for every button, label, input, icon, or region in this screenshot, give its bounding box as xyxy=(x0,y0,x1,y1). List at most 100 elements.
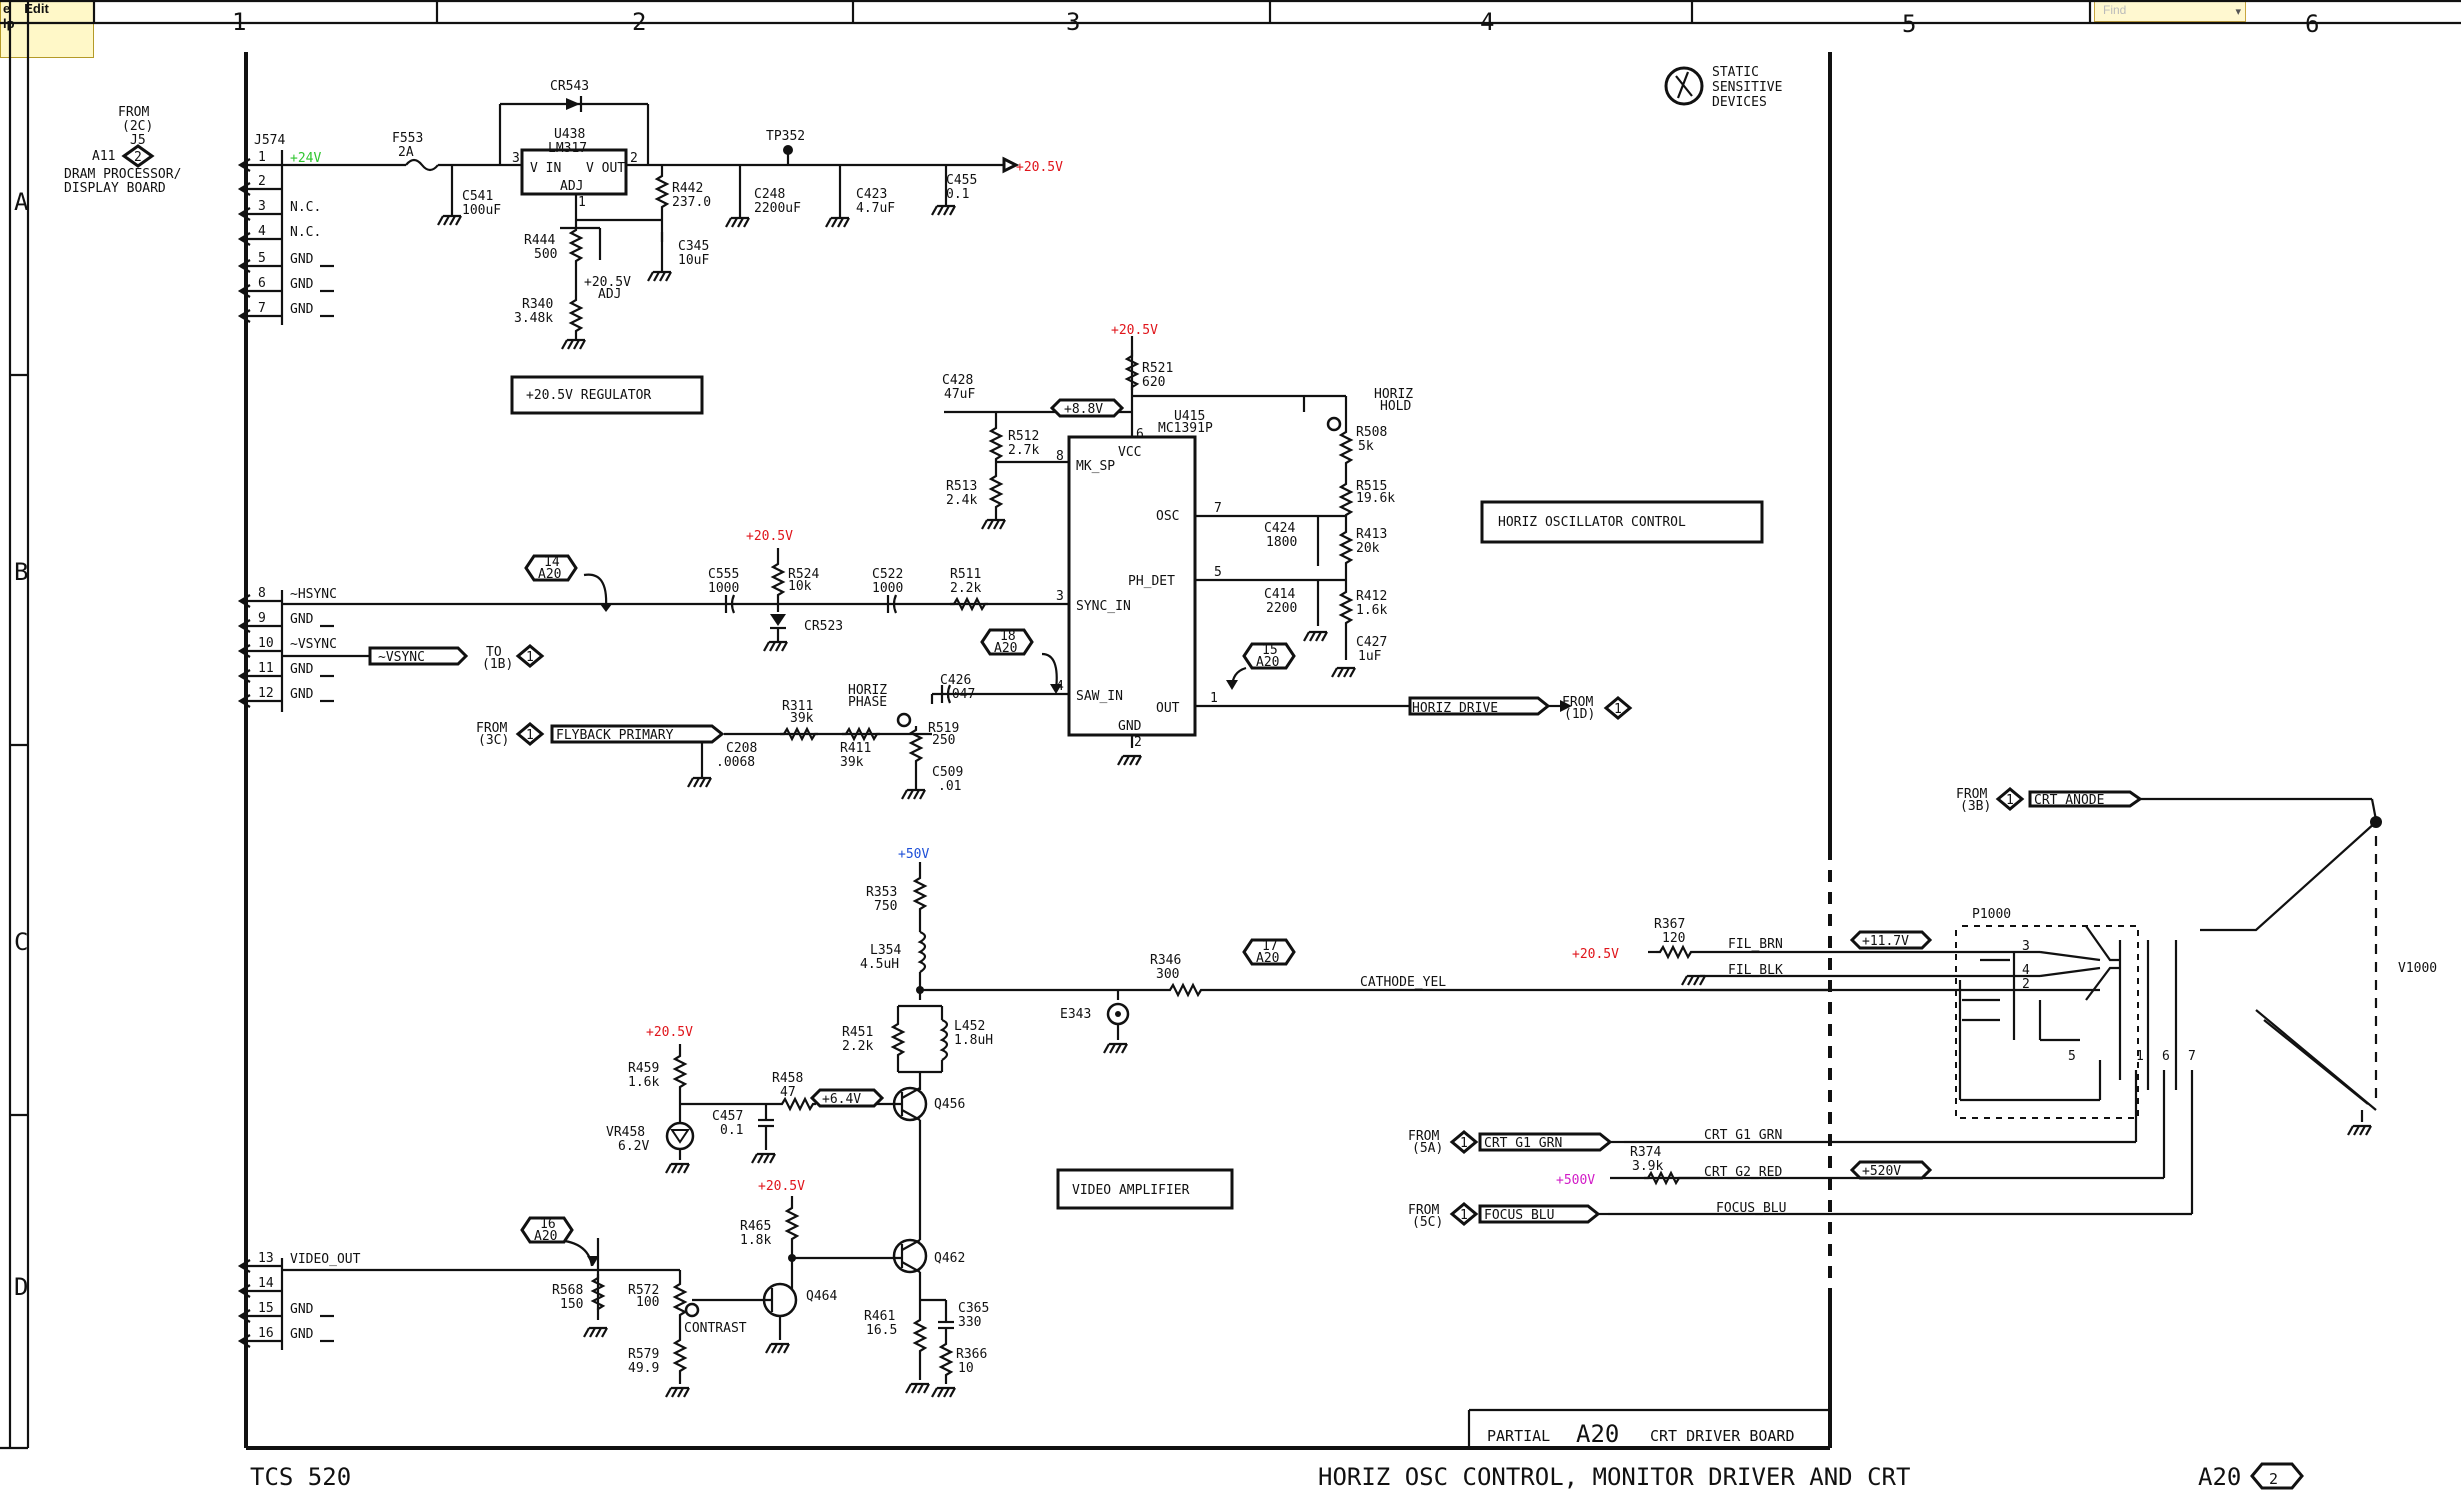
horiz-hold-1: HORIZ xyxy=(1374,387,1413,402)
r346-label: R346 xyxy=(1150,953,1181,968)
j574-pin-label: GND xyxy=(290,662,314,677)
video-amp-circuit xyxy=(282,862,1830,1399)
c428-label: C428 xyxy=(942,373,973,388)
j574-pin-number: 13 xyxy=(258,1251,274,1266)
chevron-down-icon[interactable]: ▾ xyxy=(2235,6,2241,18)
ref18-num: 18 xyxy=(1000,629,1016,644)
j574-pin-16: 16 GND xyxy=(237,1326,334,1348)
flyback-label: FLYBACK_PRIMARY xyxy=(556,728,674,743)
r311-label: R311 xyxy=(782,699,813,714)
regulator-out-voltage: +20.5V xyxy=(1016,160,1063,175)
j574-pin-number: 14 xyxy=(258,1276,274,1291)
ref16-sheet: A20 xyxy=(534,1229,557,1244)
grid-row-a: A xyxy=(14,188,29,216)
j574-pin-number: 2 xyxy=(258,174,266,189)
osc-vcc-voltage: +20.5V xyxy=(1111,323,1158,338)
regulator-section-title: +20.5V REGULATOR xyxy=(526,388,651,403)
r511-value: 2.2k xyxy=(950,581,981,596)
j574-name: J574 xyxy=(254,133,285,148)
j574-pin-number: 9 xyxy=(258,611,266,626)
r459-value: 1.6k xyxy=(628,1075,659,1090)
j574-pin-1: 1 +24V xyxy=(237,150,321,172)
j574-pin-label: GND xyxy=(290,277,314,292)
focus-from: FROM xyxy=(1408,1203,1439,1218)
c345-label: C345 xyxy=(678,239,709,254)
c541-label: C541 xyxy=(462,189,493,204)
r579-value: 49.9 xyxy=(628,1361,659,1376)
vsync-to-num: 1 xyxy=(526,650,534,665)
r508-value: 5k xyxy=(1358,439,1374,454)
a11-diamond xyxy=(121,144,155,168)
q456-label: Q456 xyxy=(934,1097,965,1112)
l452-value: 1.8uH xyxy=(954,1033,993,1048)
regulator-circuit xyxy=(282,96,1020,351)
r412-value: 1.6k xyxy=(1356,603,1387,618)
j574-pin-number: 10 xyxy=(258,636,274,651)
j574-pin-number: 4 xyxy=(258,224,266,239)
j574-board-1: DRAM PROCESSOR/ xyxy=(64,167,181,182)
r367-supply-voltage: +20.5V xyxy=(1572,947,1619,962)
contrast-knob xyxy=(684,1302,700,1318)
u415-label: U415 xyxy=(1174,409,1205,424)
j574-pin-14: 14 xyxy=(237,1276,282,1298)
j574-a11: A11 xyxy=(92,149,115,164)
r451-value: 2.2k xyxy=(842,1039,873,1054)
v500-label: +500V xyxy=(1556,1173,1595,1188)
u415-pin6: 6 xyxy=(1136,427,1144,442)
g1-from: FROM xyxy=(1408,1129,1439,1144)
v50-label: +50V xyxy=(898,847,929,862)
c345-value: 10uF xyxy=(678,253,709,268)
u438-label: U438 xyxy=(554,127,585,142)
r511-label: R511 xyxy=(950,567,981,582)
adj-volt: +20.5V xyxy=(584,275,631,290)
horiz-osc-circuit xyxy=(282,336,1572,801)
menu-item-edit[interactable]: Edit xyxy=(24,1,49,16)
adj-label: ADJ xyxy=(598,287,621,302)
j574-from-ref: (2C) xyxy=(122,119,153,134)
v64-label: +6.4V xyxy=(822,1092,861,1107)
r512-value: 2.7k xyxy=(1008,443,1039,458)
g1-line-label: CRT_G1_GRN xyxy=(1704,1128,1782,1143)
u438-pin2: 2 xyxy=(630,151,638,166)
focus-from-num: 1 xyxy=(1460,1208,1468,1223)
j574-pin-10: 10~VSYNC xyxy=(237,636,337,658)
grid-row-c: C xyxy=(14,928,28,956)
j574-pin-number: 16 xyxy=(258,1326,274,1341)
horiz-drive-label: HORIZ_DRIVE xyxy=(1412,701,1498,716)
r458-value: 47 xyxy=(780,1085,796,1100)
j574-pin-label: GND xyxy=(290,1327,314,1342)
r513-label: R513 xyxy=(946,479,977,494)
ref18-tag xyxy=(980,628,1034,656)
c365-value: 330 xyxy=(958,1315,981,1330)
u415-out: OUT xyxy=(1156,701,1180,716)
horiz-osc-box xyxy=(1480,500,1764,544)
anode-from: FROM xyxy=(1956,787,1987,802)
r374-value: 3.9k xyxy=(1632,1159,1663,1174)
j574-pin-label: +24V xyxy=(290,151,321,166)
c457-label: C457 xyxy=(712,1109,743,1124)
grid-row-d: D xyxy=(14,1273,28,1301)
c555-label: C555 xyxy=(708,567,739,582)
r413-label: R413 xyxy=(1356,527,1387,542)
u415-pin3: 3 xyxy=(1056,589,1064,604)
r461-label: R461 xyxy=(864,1309,895,1324)
vsync-to: TO xyxy=(486,645,502,660)
video-amp-box xyxy=(1056,1168,1234,1210)
j574-pin-label: GND xyxy=(290,302,314,317)
menu-item-file[interactable]: e xyxy=(3,1,11,16)
static-line-2: SENSITIVE xyxy=(1712,80,1782,95)
horiz-drive-ref: (1D) xyxy=(1564,707,1595,722)
f553-value: 2A xyxy=(398,145,414,160)
horiz-phase-1: HORIZ xyxy=(848,683,887,698)
j574-pin-number: 1 xyxy=(258,150,266,165)
vr458-value: 6.2V xyxy=(618,1139,649,1154)
vsync-to-ref: (1B) xyxy=(482,657,513,672)
c428-value: 47uF xyxy=(944,387,975,402)
c424-label: C424 xyxy=(1264,521,1295,536)
j574-pin-label: GND xyxy=(290,612,314,627)
anode-from-ref: (3B) xyxy=(1960,799,1991,814)
